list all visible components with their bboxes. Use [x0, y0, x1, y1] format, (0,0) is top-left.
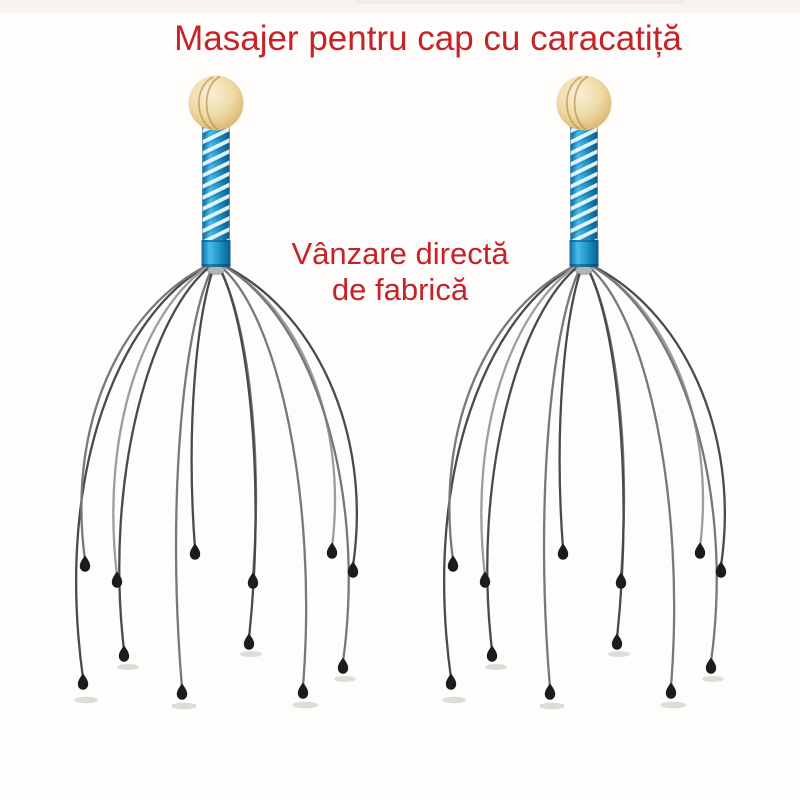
- product-title: Masajer pentru cap cu caracatiță: [174, 19, 682, 58]
- factory-direct-line2: de fabrică: [331, 272, 469, 307]
- head-massager-left: [74, 76, 358, 710]
- factory-direct-label: Vânzare directă de fabrică: [0, 236, 800, 308]
- top-edge-noise: [355, 0, 685, 4]
- top-edge-band: [0, 0, 800, 13]
- factory-direct-line1: Vânzare directă: [291, 236, 509, 271]
- head-massager-right: [442, 76, 726, 710]
